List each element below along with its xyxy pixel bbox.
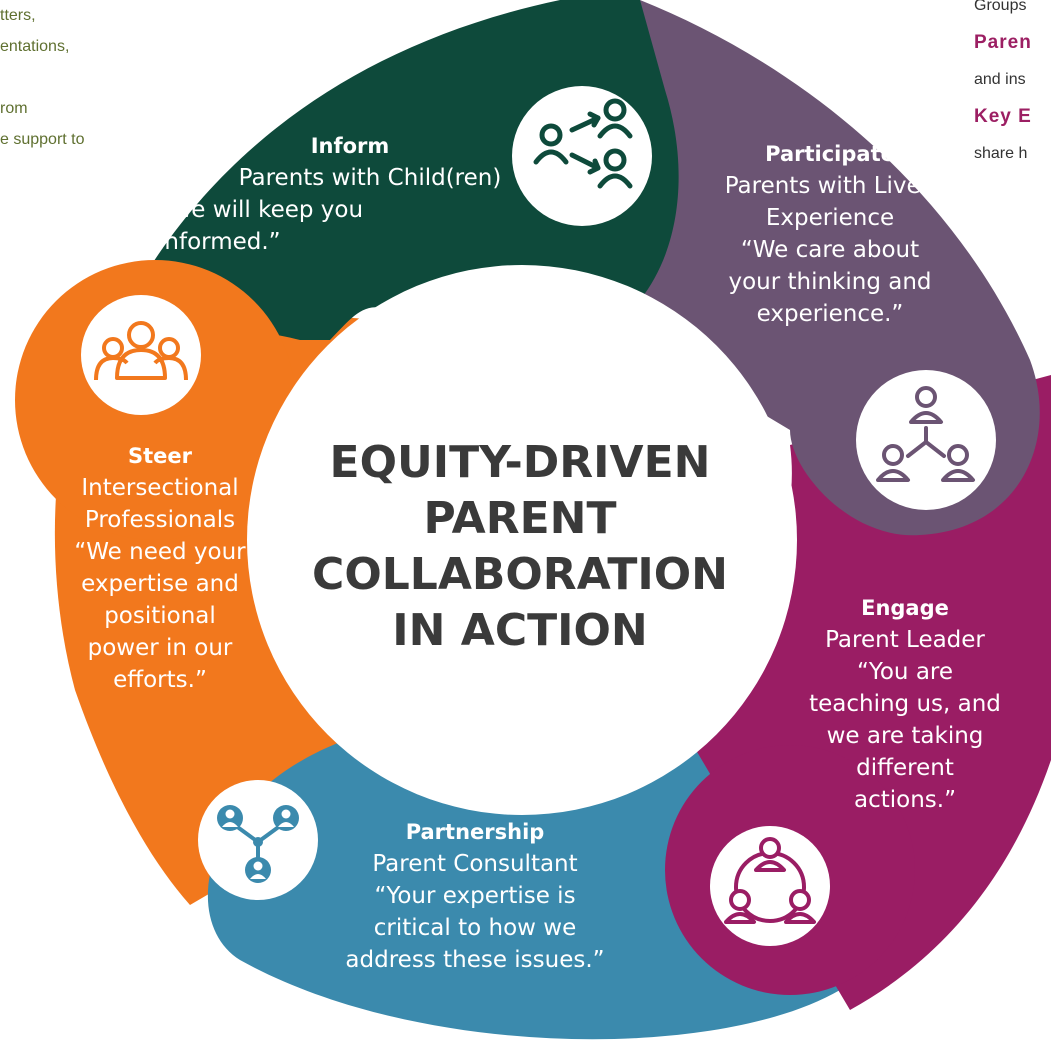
segment-title: Participate [765, 142, 895, 166]
segment-quote-line: power in our [87, 635, 233, 661]
segment-partnership-text: Partnership Parent Consultant “Your expe… [310, 816, 640, 976]
right-excerpt-heading: Paren [974, 32, 1032, 53]
center-circle [247, 265, 797, 815]
right-side-excerpt: Groups Paren and ins Key E share h [974, 0, 1032, 169]
segment-role: Parents with Lived [724, 173, 936, 199]
segment-inform [130, 0, 679, 340]
segment-quote-line: “We need your [74, 539, 246, 565]
segment-steer-text: Steer Intersectional Professionals “We n… [30, 440, 290, 696]
segment-quote-line: efforts.” [113, 667, 207, 693]
segment-quote-line: we are taking [826, 723, 984, 749]
segment-role: Intersectional [81, 475, 239, 501]
people-network-icon [856, 370, 996, 510]
segment-quote-line: “We will keep you [158, 197, 364, 223]
segment-quote-line: experience.” [756, 301, 904, 327]
segment-quote-line: your thinking and [728, 269, 932, 295]
center-title-line: EQUITY-DRIVEN [329, 437, 711, 488]
center-title-line: PARENT [423, 493, 617, 544]
segment-title: Inform [310, 134, 390, 158]
people-circle-icon [710, 826, 830, 946]
segment-role: Parent Consultant [372, 851, 578, 877]
segment-quote-line: positional [104, 603, 216, 629]
right-excerpt-line: share h [974, 145, 1028, 162]
segment-quote-line: expertise and [81, 571, 239, 597]
people-hub-icon [198, 780, 318, 900]
segment-quote-line: informed.” [158, 229, 281, 255]
segment-quote-line: teaching us, and [809, 691, 1001, 717]
center-title-line: COLLABORATION [312, 549, 728, 600]
segment-inform-text: Inform Parents with Child(ren) “We will … [150, 130, 550, 258]
left-side-excerpt: tters, entations, rom e support to [0, 0, 200, 155]
segment-quote-line: actions.” [853, 787, 956, 813]
segment-role: Parents with Child(ren) [238, 165, 502, 191]
left-excerpt-line: e support to [0, 131, 85, 148]
center-title-line: IN ACTION [392, 605, 648, 656]
segment-engage-text: Engage Parent Leader “You are teaching u… [775, 592, 1035, 816]
segment-quote-line: “We care about [740, 237, 920, 263]
left-excerpt-line: rom [0, 100, 28, 117]
center-title: EQUITY-DRIVEN PARENT COLLABORATION IN AC… [300, 435, 740, 659]
right-excerpt-heading: Key E [974, 106, 1032, 127]
left-excerpt-line: tters, [0, 7, 36, 24]
segment-title: Partnership [405, 820, 545, 844]
left-excerpt-line: entations, [0, 38, 70, 55]
segment-role: Experience [765, 205, 895, 231]
segment-participate-text: Participate Parents with Lived Experienc… [700, 138, 960, 330]
people-exchange-icon [512, 86, 652, 226]
segment-title: Steer [127, 444, 192, 468]
segment-quote-line: address these issues.” [345, 947, 605, 973]
segment-partnership [207, 725, 841, 1040]
right-excerpt-line: and ins [974, 71, 1026, 88]
segment-quote-line: “Your expertise is [374, 883, 576, 909]
segment-role: Professionals [84, 507, 236, 533]
segment-title: Engage [861, 596, 949, 620]
segment-quote-line: critical to how we [373, 915, 577, 941]
group-icon [81, 295, 201, 415]
segment-role: Parent Leader [825, 627, 985, 653]
right-excerpt-line: Groups [974, 0, 1027, 14]
segment-quote-line: different [856, 755, 954, 781]
segment-quote-line: “You are [856, 659, 954, 685]
